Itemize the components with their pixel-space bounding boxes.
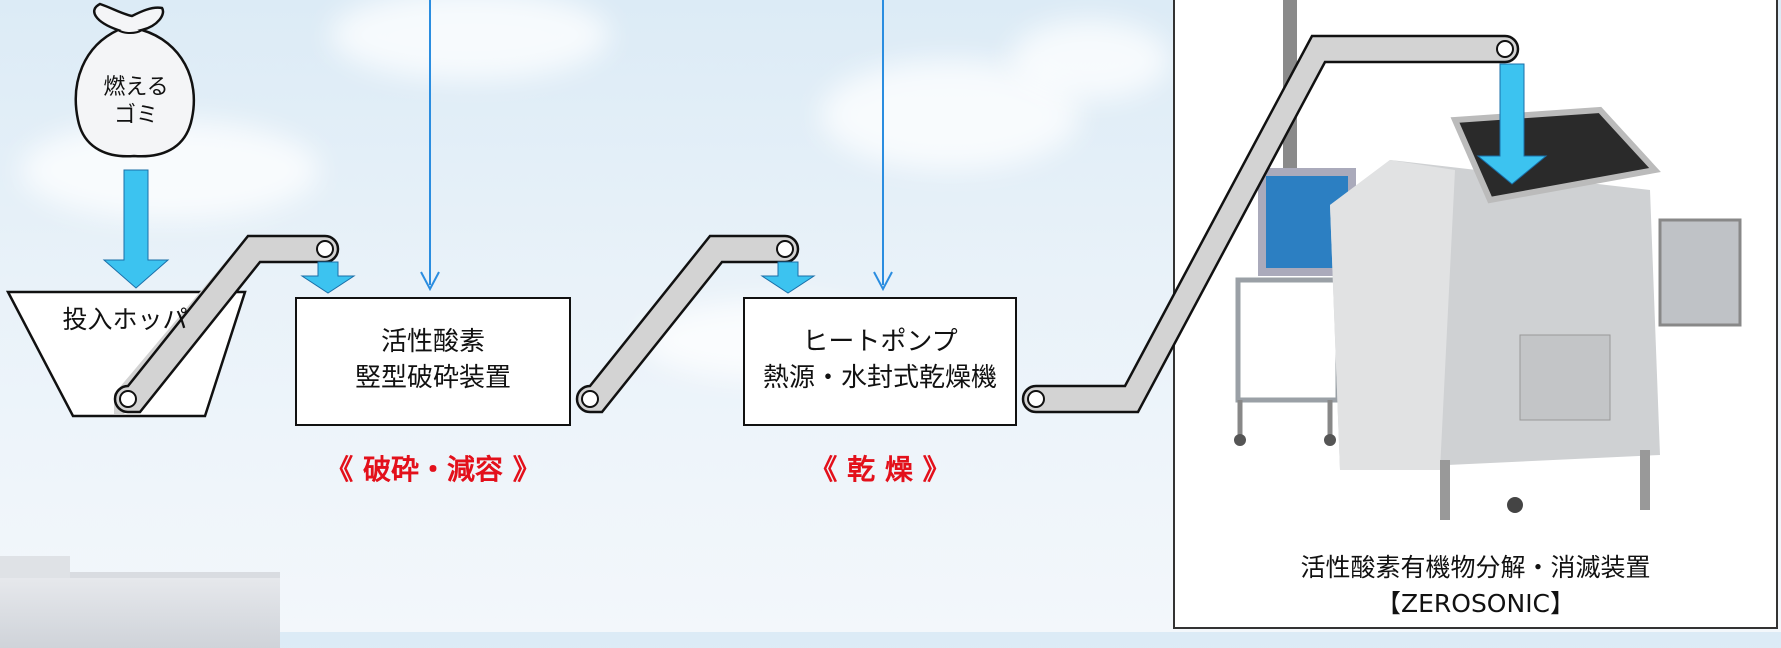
machine-caption-line2: 【ZEROSONIC】 (1375, 589, 1576, 618)
down-arrow-icon (1476, 63, 1548, 185)
garbage-bag-icon (74, 2, 196, 158)
conveyor-1 (113, 234, 340, 414)
down-arrow-icon (102, 169, 170, 289)
crusher-label-line2: 竪型破砕装置 (354, 363, 511, 393)
feed-line-crusher (420, 0, 440, 292)
dryer-label-line1: ヒートポンプ (802, 327, 958, 357)
conveyor-2 (575, 234, 800, 414)
feed-line-dryer (873, 0, 893, 292)
stage-label-drying: 《 乾 燥 》 (809, 453, 951, 486)
bag-label-line1: 燃える (103, 75, 169, 100)
machine-caption-line1: 活性酸素有機物分解・消滅装置 (1300, 553, 1651, 582)
drop-arrow-icon (760, 261, 816, 294)
background-cloud (330, 0, 610, 80)
dryer-box (743, 297, 1017, 426)
hopper-label: 投入ホッパ (62, 305, 188, 334)
background-cloud (1010, 20, 1170, 100)
bag-label-line2: ゴミ (113, 103, 158, 128)
process-flow-diagram (5, 0, 1742, 520)
dryer-label: ヒートポンプ 熱源・水封式乾燥機 (744, 324, 1016, 396)
stage-label-crushing: 《 破砕・減容 》 (325, 453, 541, 486)
bag-label: 燃える ゴミ (86, 74, 186, 130)
crusher-box (295, 297, 571, 426)
crusher-label-line1: 活性酸素 (380, 327, 485, 357)
conveyor-3 (1021, 34, 1520, 414)
dryer-label-line2: 熱源・水封式乾燥機 (762, 363, 997, 393)
drop-arrow-icon (300, 261, 356, 294)
crusher-label: 活性酸素 竪型破砕装置 (296, 324, 570, 396)
